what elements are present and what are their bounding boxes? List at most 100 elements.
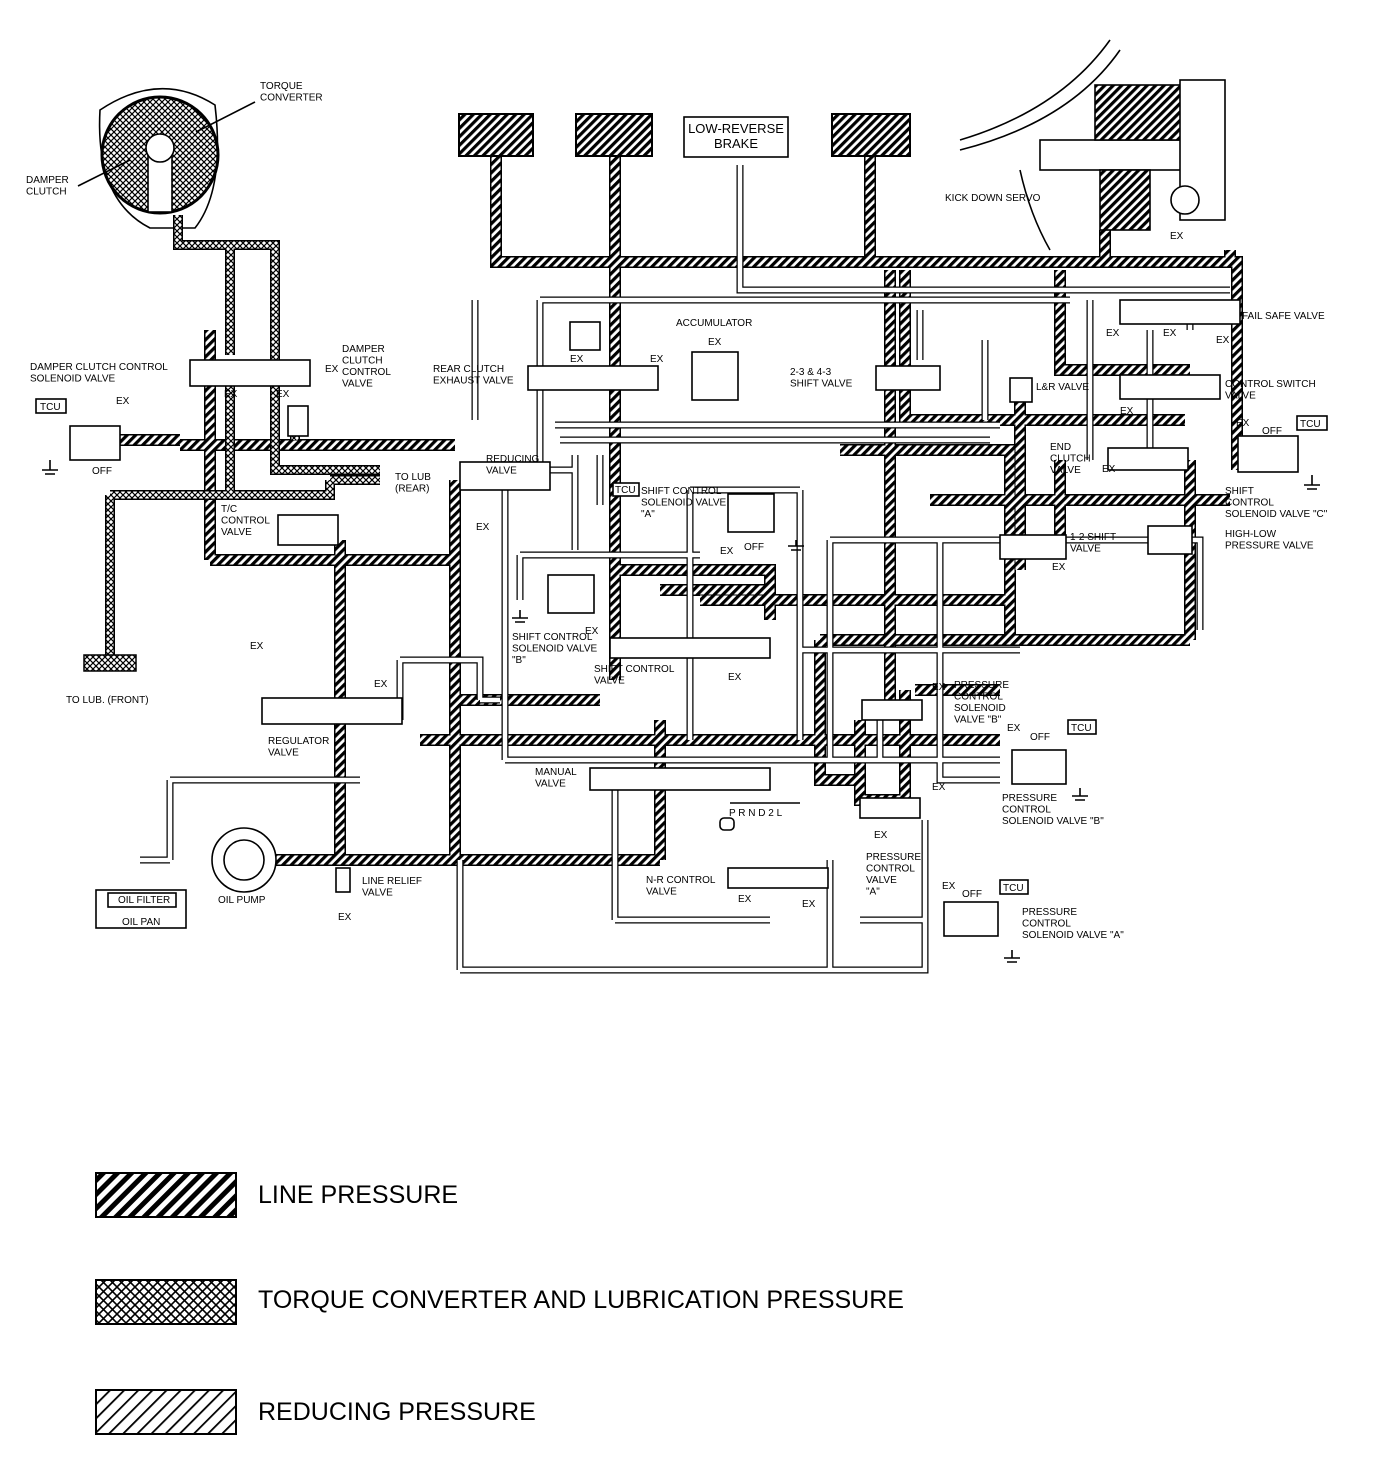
label-control-switch-valve-line: VALVE — [1225, 391, 1256, 402]
tag-ex: EX — [1102, 464, 1116, 475]
label-manual-valve: MANUAL — [535, 767, 577, 778]
line-pressure-network — [120, 150, 1243, 866]
legend-tc-lube-pressure: TORQUE CONVERTER AND LUBRICATION PRESSUR… — [258, 1286, 904, 1314]
label-damper-clutch-control-valve-line: CLUTCH — [342, 356, 383, 367]
label-kick-down-servo: KICK DOWN SERVO — [945, 193, 1041, 204]
label-pcs-valve-b-line: SOLENOID — [954, 703, 1006, 714]
tag-ex: EX — [1163, 328, 1177, 339]
label-pcv-a-line: VALVE — [866, 875, 897, 886]
low-reverse-brake-box — [683, 116, 789, 158]
rear-clutch-exhaust-valve-body — [527, 365, 659, 391]
label-shift-solenoid-c-line: CONTROL — [1225, 498, 1274, 509]
label-shift-valve-12-line: VALVE — [1070, 544, 1101, 555]
tag-ex: EX — [738, 894, 752, 905]
label-pcs-solenoid-a-line: CONTROL — [1022, 919, 1071, 930]
label-shift-valve-23-line: SHIFT VALVE — [790, 379, 853, 390]
solenoid-c-body — [1237, 435, 1299, 473]
pcs-b-valve-body — [861, 699, 923, 721]
label-pcs-valve-b-line: VALVE "B" — [954, 715, 1002, 726]
tag-ex: EX — [374, 679, 388, 690]
torque-converter — [98, 87, 220, 229]
label-end-clutch-valve-line: VALVE — [1050, 465, 1081, 476]
shift-valve-12-body — [999, 534, 1067, 560]
tag-ex: EX — [338, 912, 352, 923]
label-pcs-solenoid-b-line: SOLENOID VALVE "B" — [1002, 816, 1104, 827]
tag-off: OFF — [92, 466, 112, 477]
label-oil-filter: OIL FILTER — [118, 895, 170, 906]
label-high-low-pressure-valve: HIGH-LOW — [1225, 529, 1277, 540]
tag-off: OFF — [962, 889, 982, 900]
label-damper-clutch-solenoid-line: SOLENOID VALVE — [30, 374, 116, 385]
manual-valve-body — [589, 767, 771, 791]
legend-reducing-pressure: REDUCING PRESSURE — [258, 1398, 536, 1426]
shift-valve-23-body — [875, 365, 941, 391]
ground-symbols — [42, 460, 1320, 963]
tag-tcu: TCU — [1071, 723, 1092, 734]
legend: LINE PRESSURE TORQUE CONVERTER AND LUBRI… — [95, 1172, 904, 1435]
high-low-valve-body — [1147, 525, 1193, 555]
end-clutch-valve-body — [1107, 447, 1189, 471]
label-pcs-solenoid-a-line: SOLENOID VALVE "A" — [1022, 930, 1124, 941]
oil-pump-body — [211, 827, 277, 893]
label-low-reverse-brake-line: BRAKE — [714, 136, 758, 151]
tc-lube-network — [83, 215, 380, 672]
fail-safe-valve-body — [1119, 299, 1241, 325]
tag-ex: EX — [874, 830, 888, 841]
tag-ex: EX — [802, 899, 816, 910]
label-shift-solenoid-a: SHIFT CONTROL — [641, 486, 722, 497]
tag-ex: EX — [570, 354, 584, 365]
tag-ex: EX — [720, 546, 734, 557]
label-shift-valve-12: 1-2 SHIFT — [1070, 532, 1116, 543]
label-reducing-valve-line: VALVE — [486, 466, 517, 477]
label-line-relief-valve: LINE RELIEF — [362, 876, 422, 887]
tag-ex: EX — [932, 682, 946, 693]
solenoid-b-body — [547, 574, 595, 614]
tag-tcu: TCU — [615, 485, 636, 496]
kick-down-servo-assembly — [959, 39, 1226, 251]
pcv-a-body — [859, 797, 921, 819]
label-accumulator: ACCUMULATOR — [676, 318, 752, 329]
tag-off: OFF — [1262, 426, 1282, 437]
label-end-clutch-valve: END — [1050, 442, 1071, 453]
label-to-lub-rear: TO LUB — [395, 472, 431, 483]
tags: TCU TCU TCU TCU TCU OFF OFF OFF OFF OFF … — [40, 231, 1321, 923]
accumulator-body — [691, 351, 739, 401]
label-manual-valve-line: VALVE — [535, 779, 566, 790]
label-fail-safe-valve: FAIL SAFE VALVE — [1242, 311, 1325, 322]
tag-ex: EX — [585, 626, 599, 637]
label-damper-clutch-control-valve-line: VALVE — [342, 379, 373, 390]
rear-clutch-block — [575, 113, 653, 157]
label-pcs-valve-b: PRESSURE — [954, 680, 1009, 691]
svg-text:TO LUB(REAR): TO LUB(REAR) — [395, 472, 431, 495]
label-high-low-pressure-valve-line: PRESSURE VALVE — [1225, 541, 1314, 552]
label-nr-control-valve: N-R CONTROL — [646, 875, 716, 886]
shift-control-valve-body — [609, 637, 771, 659]
nr-control-valve-body — [727, 867, 829, 889]
label-pcs-solenoid-b-line: CONTROL — [1002, 805, 1051, 816]
tag-ex: EX — [224, 389, 238, 400]
label-shift-solenoid-a-line: "A" — [641, 509, 655, 520]
label-nr-control-valve-line: VALVE — [646, 887, 677, 898]
label-torque-converter-line: CONVERTER — [260, 93, 323, 104]
label-regulator-valve-line: VALVE — [268, 748, 299, 759]
legend-swatch-tc-lube — [95, 1279, 237, 1325]
label-tc-control-valve: T/C — [221, 504, 237, 515]
label-control-switch-valve: CONTROL SWITCH — [1225, 379, 1316, 390]
valve-bodies — [69, 299, 1299, 937]
label-shift-control-valve: SHIFT CONTROL — [594, 664, 675, 675]
tag-ex: EX — [325, 364, 339, 375]
label-to-lub-front: TO LUB. (FRONT) — [66, 695, 149, 706]
